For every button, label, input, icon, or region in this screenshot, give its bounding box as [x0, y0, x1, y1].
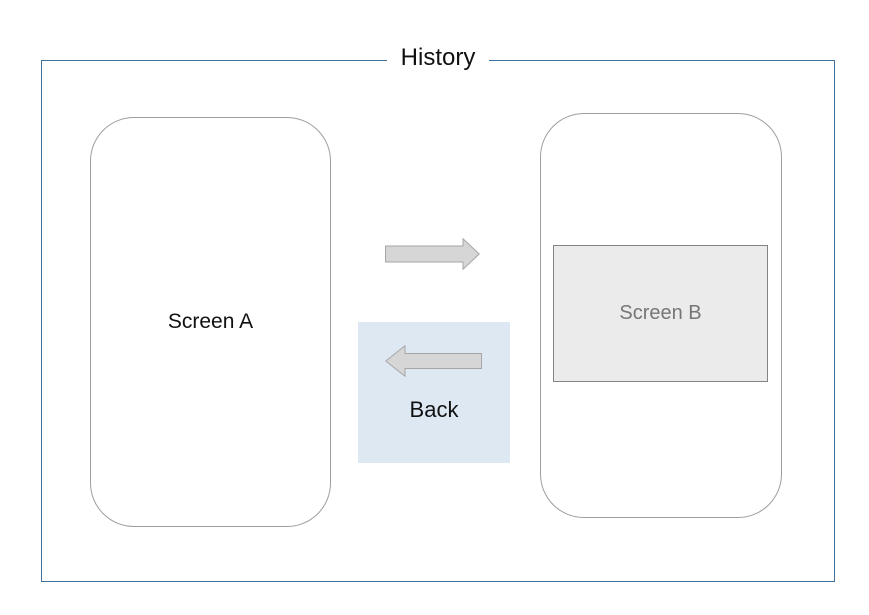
screen-a-label: Screen A [167, 310, 254, 333]
screen-a-panel: Screen A [90, 117, 331, 527]
screen-b-view: Screen B [553, 245, 768, 382]
screen-b-label: Screen B [619, 302, 702, 324]
forward-arrow-icon [385, 238, 480, 270]
back-button[interactable]: Back [358, 322, 510, 463]
back-button-label: Back [409, 397, 459, 422]
back-arrow-icon [385, 345, 482, 377]
